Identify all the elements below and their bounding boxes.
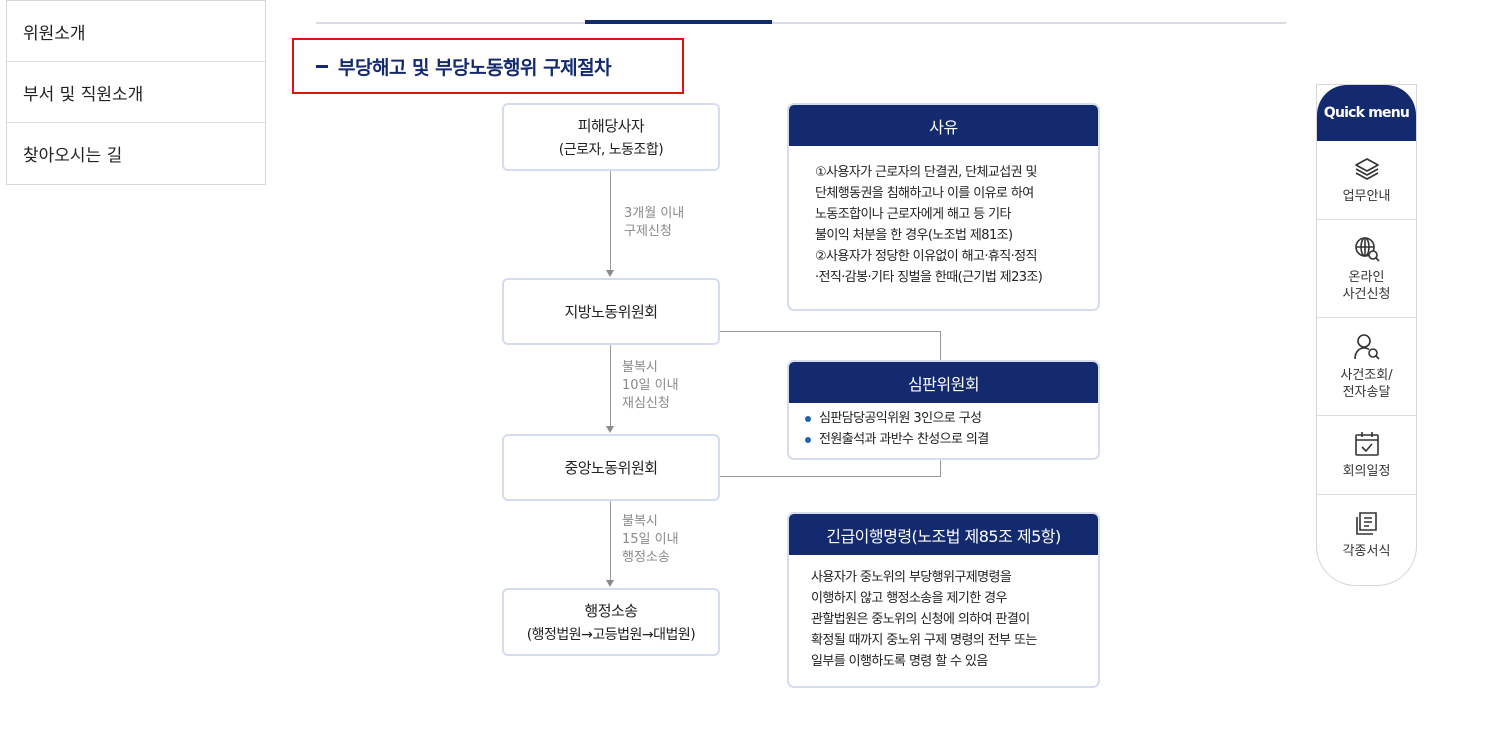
flow-step-administrative-litigation: 행정소송 (행정법원→고등법원→대법원)	[502, 588, 720, 656]
submenu-item-members[interactable]: 위원소개	[7, 0, 265, 61]
submenu-item-label: 찾아오시는 길	[23, 145, 123, 166]
globe-search-icon	[1354, 237, 1380, 262]
quick-item-label: 온라인 사건신청	[1342, 270, 1391, 302]
flow-step-label: 행정소송	[584, 602, 638, 620]
flow-step-victim: 피해당사자 (근로자, 노동조합)	[502, 103, 720, 171]
flow-step-sub: (행정법원→고등법원→대법원)	[526, 627, 696, 643]
flow-arrow-down	[606, 426, 614, 433]
panel-reason: 사유 ①사용자가 근로자의 단결권, 단체교섭권 및 단체행동권을 침해하고나 …	[787, 103, 1100, 311]
list-item: 전원출석과 과반수 찬성으로 의결	[805, 429, 1098, 450]
left-submenu: 위원소개 부서 및 직원소개 찾아오시는 길	[6, 0, 266, 185]
flow-arrow-down	[606, 270, 614, 277]
title-dash	[316, 64, 328, 68]
flow-note-1: 3개월 이내 구제신청	[624, 206, 685, 239]
quick-item-label: 각종서식	[1342, 543, 1391, 559]
panel-tribunal-title: 심판위원회	[789, 362, 1098, 403]
panel-emergency-title: 긴급이행명령(노조법 제85조 제5항)	[789, 514, 1098, 555]
panel-reason-body: ①사용자가 근로자의 단결권, 단체교섭권 및 단체행동권을 침해하고나 이를 …	[815, 165, 1043, 285]
submenu-item-directions[interactable]: 찾아오시는 길	[7, 122, 265, 183]
submenu-item-label: 위원소개	[23, 23, 86, 44]
flow-connector	[610, 501, 611, 581]
panel-tribunal-list: 심판담당공익위원 3인으로 구성 전원출석과 과반수 찬성으로 의결	[789, 403, 1098, 450]
quick-item-meeting-schedule[interactable]: 회의일정	[1317, 416, 1416, 495]
layers-icon	[1354, 158, 1379, 180]
flow-step-central-commission: 중앙노동위원회	[502, 434, 720, 501]
flow-step-label: 피해당사자	[577, 117, 645, 135]
quick-menu-title: Quick menu	[1317, 85, 1416, 141]
quick-item-case-inquiry[interactable]: 사건조회/ 전자송달	[1317, 318, 1416, 416]
flow-arrow-down	[606, 580, 614, 587]
section-title-text: 부당해고 및 부당노동행위 구제절차	[338, 56, 612, 79]
panel-reason-title: 사유	[789, 105, 1098, 146]
user-search-icon	[1353, 334, 1380, 360]
tribunal-connector-bottom-vertical	[940, 459, 941, 477]
tribunal-connector-top-vertical	[940, 331, 941, 361]
flow-step-regional-commission: 지방노동위원회	[502, 278, 720, 345]
flow-connector	[610, 171, 611, 271]
quick-item-label: 사건조회/ 전자송달	[1340, 368, 1393, 400]
quick-item-label: 업무안내	[1342, 189, 1391, 204]
submenu-item-departments[interactable]: 부서 및 직원소개	[7, 61, 265, 122]
panel-tribunal: 심판위원회 심판담당공익위원 3인으로 구성 전원출석과 과반수 찬성으로 의결	[787, 360, 1100, 460]
tab-active-indicator	[585, 20, 772, 24]
calendar-check-icon	[1354, 432, 1379, 456]
flow-step-label: 중앙노동위원회	[564, 459, 658, 477]
panel-emergency-body: 사용자가 중노위의 부당행위구제명령을 이행하지 않고 행정소송을 제기한 경우…	[811, 570, 1037, 669]
list-item: 심판담당공익위원 3인으로 구성	[805, 408, 1098, 429]
flow-connector	[610, 345, 611, 427]
tab-divider	[316, 22, 1286, 24]
panel-emergency-order: 긴급이행명령(노조법 제85조 제5항) 사용자가 중노위의 부당행위구제명령을…	[787, 512, 1100, 688]
submenu-item-label: 부서 및 직원소개	[23, 84, 144, 105]
quick-menu: Quick menu 업무안내 온라인 사건신청 사건조회/ 전자송달	[1316, 84, 1417, 586]
flow-note-2: 불복시 10일 이내 재심신청	[622, 360, 679, 411]
flow-step-sub: (근로자, 노동조합)	[558, 142, 664, 158]
tribunal-connector-bottom	[720, 476, 941, 477]
quick-item-online-application[interactable]: 온라인 사건신청	[1317, 220, 1416, 318]
section-title: 부당해고 및 부당노동행위 구제절차	[292, 38, 684, 94]
document-icon	[1355, 511, 1377, 535]
quick-item-label: 회의일정	[1342, 464, 1391, 479]
tribunal-connector-top	[720, 331, 941, 332]
quick-item-forms[interactable]: 각종서식	[1317, 495, 1416, 574]
quick-item-work-guide[interactable]: 업무안내	[1317, 141, 1416, 220]
flow-step-label: 지방노동위원회	[564, 303, 658, 321]
flow-note-3: 불복시 15일 이내 행정소송	[622, 514, 679, 565]
